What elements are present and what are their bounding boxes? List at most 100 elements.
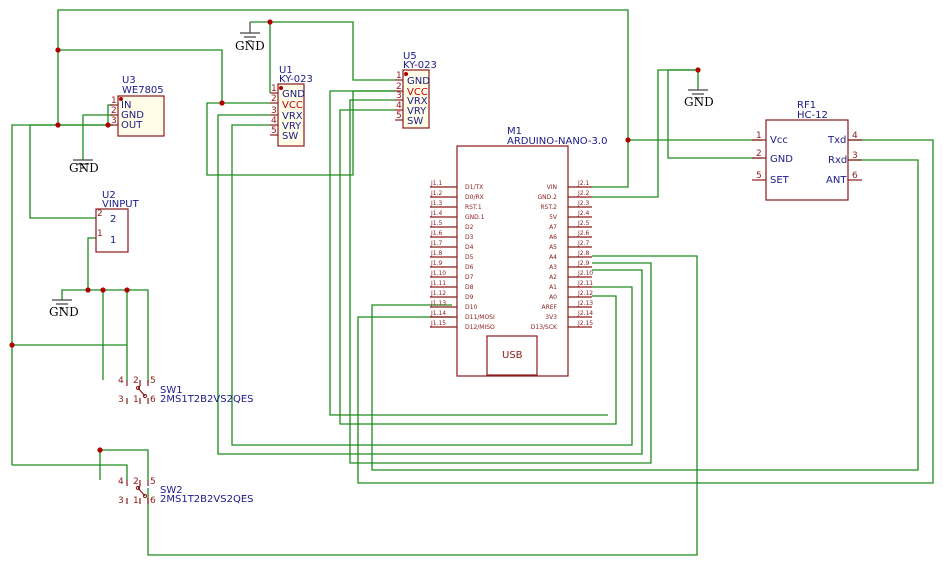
junction-dot (100, 287, 106, 293)
pin-number: J2.5 (577, 220, 589, 227)
junction-dot (267, 19, 273, 25)
pin-number: 4 (852, 131, 858, 141)
wire (339, 109, 617, 425)
pin-name: 1 (110, 235, 116, 246)
pin-name: SW (282, 131, 298, 142)
pin-number: 5 (150, 477, 156, 487)
pin-number: 4 (396, 101, 402, 111)
pin-name: D0/RX (465, 194, 484, 201)
wire (592, 69, 699, 198)
ground-symbol: GND (684, 89, 714, 109)
wire (217, 114, 643, 455)
pin1-marker (279, 86, 283, 90)
wire (250, 21, 395, 81)
wire (12, 464, 128, 480)
pin-number: J1.7 (430, 240, 442, 247)
pin-number: J2.9 (577, 260, 589, 267)
pin-number: 1 (271, 84, 277, 94)
junctions (9, 19, 701, 453)
pin-number: 2 (97, 209, 103, 219)
wire (371, 159, 919, 471)
junction-dot (124, 287, 130, 293)
pin-number: 1 (756, 131, 762, 141)
ground-symbol: GND (235, 22, 265, 53)
pin-name: VRY (407, 106, 427, 117)
junction-dot (97, 447, 103, 453)
pin-number: J2.2 (577, 190, 589, 197)
junction-dot (85, 287, 91, 293)
pin-name: OUT (121, 120, 143, 131)
u3-body (117, 95, 165, 137)
pin-number: J2.7 (577, 240, 589, 247)
pin-number: J2.10 (577, 270, 593, 277)
pin-name: VRX (407, 96, 428, 107)
pin-name: A2 (549, 274, 557, 281)
pin-name: 3V3 (545, 314, 557, 321)
pin-name: D3 (465, 234, 474, 241)
pin-name: D6 (465, 264, 474, 271)
pin-name: A0 (549, 294, 557, 301)
pin-number: 1 (97, 229, 103, 239)
u2-body (95, 208, 129, 253)
pin-number: 2 (111, 106, 117, 116)
wire (58, 49, 270, 104)
wire (61, 289, 88, 300)
pin-number: J2.4 (577, 210, 589, 217)
u2-ref: U2 (102, 190, 116, 201)
u1-body (277, 83, 305, 147)
pin-number: 2 (133, 376, 139, 386)
pin-name: RST.1 (465, 204, 482, 211)
ground-label: GND (69, 161, 99, 175)
pin-number: 6 (150, 395, 156, 405)
pin-name: D7 (465, 274, 474, 281)
pin-number: 3 (852, 151, 858, 161)
pin-name: VRX (282, 111, 303, 122)
wire (147, 255, 698, 556)
pin-number: 3 (396, 91, 402, 101)
pin-name: D9 (465, 294, 474, 301)
pin-number: J2.14 (577, 310, 593, 317)
pin-number: 4 (118, 376, 124, 386)
pin-name: D2 (465, 224, 474, 231)
wire (349, 99, 652, 464)
pin-name: 5V (549, 214, 558, 221)
pin-name: GND.2 (538, 194, 558, 201)
pin-name: GND.1 (465, 214, 485, 221)
junction-dot (105, 122, 111, 128)
u3-regulator: U3 WE7805 1 2 3 IN GND OUT (110, 75, 165, 137)
pin-name: VRY (282, 121, 302, 132)
pin-name: A4 (549, 254, 557, 261)
pin-number: 6 (150, 496, 156, 506)
pin-name: D1/TX (465, 184, 483, 191)
pin-number: J1.15 (430, 320, 446, 327)
usb-label: USB (502, 350, 523, 361)
pin-name: A6 (549, 234, 557, 241)
pin-name: A7 (549, 224, 557, 231)
sw2-switch: 4 2 5 3 1 6 SW2 2MS1T2B2VS2QES (118, 477, 253, 506)
pin-name: VCC (407, 87, 428, 98)
ground-symbol: GND (49, 299, 79, 319)
pin-number: 3 (271, 106, 277, 116)
pin-number: J1.13 (430, 300, 446, 307)
pin-name: D11/MOSI (465, 314, 495, 321)
ground-symbol: GND (69, 159, 99, 175)
u3-ref: U3 (122, 75, 136, 86)
sw1-value: 2MS1T2B2VS2QES (160, 394, 253, 405)
pin-name: SET (770, 175, 790, 186)
u5-ref: U5 (403, 51, 417, 62)
wire (29, 125, 96, 219)
pin-number: J1.3 (430, 200, 442, 207)
pin-name: VIN (547, 184, 557, 191)
pin-number: 6 (852, 171, 858, 181)
pin-number: J1.8 (430, 250, 442, 257)
junction-dot (625, 137, 631, 143)
pin-number: 5 (150, 376, 156, 386)
pin-number: J1.1 (430, 180, 442, 187)
pin-name: D10 (465, 304, 477, 311)
junction-dot (695, 67, 701, 73)
rf1-ref: RF1 (797, 100, 816, 111)
pin-name: AREF (541, 304, 557, 311)
m1-arduino-nano: M1 ARDUINO-NANO-3.0 USB J1.1D1/TXJ1.2D0/… (430, 126, 607, 377)
pin-number: J2.13 (577, 300, 593, 307)
